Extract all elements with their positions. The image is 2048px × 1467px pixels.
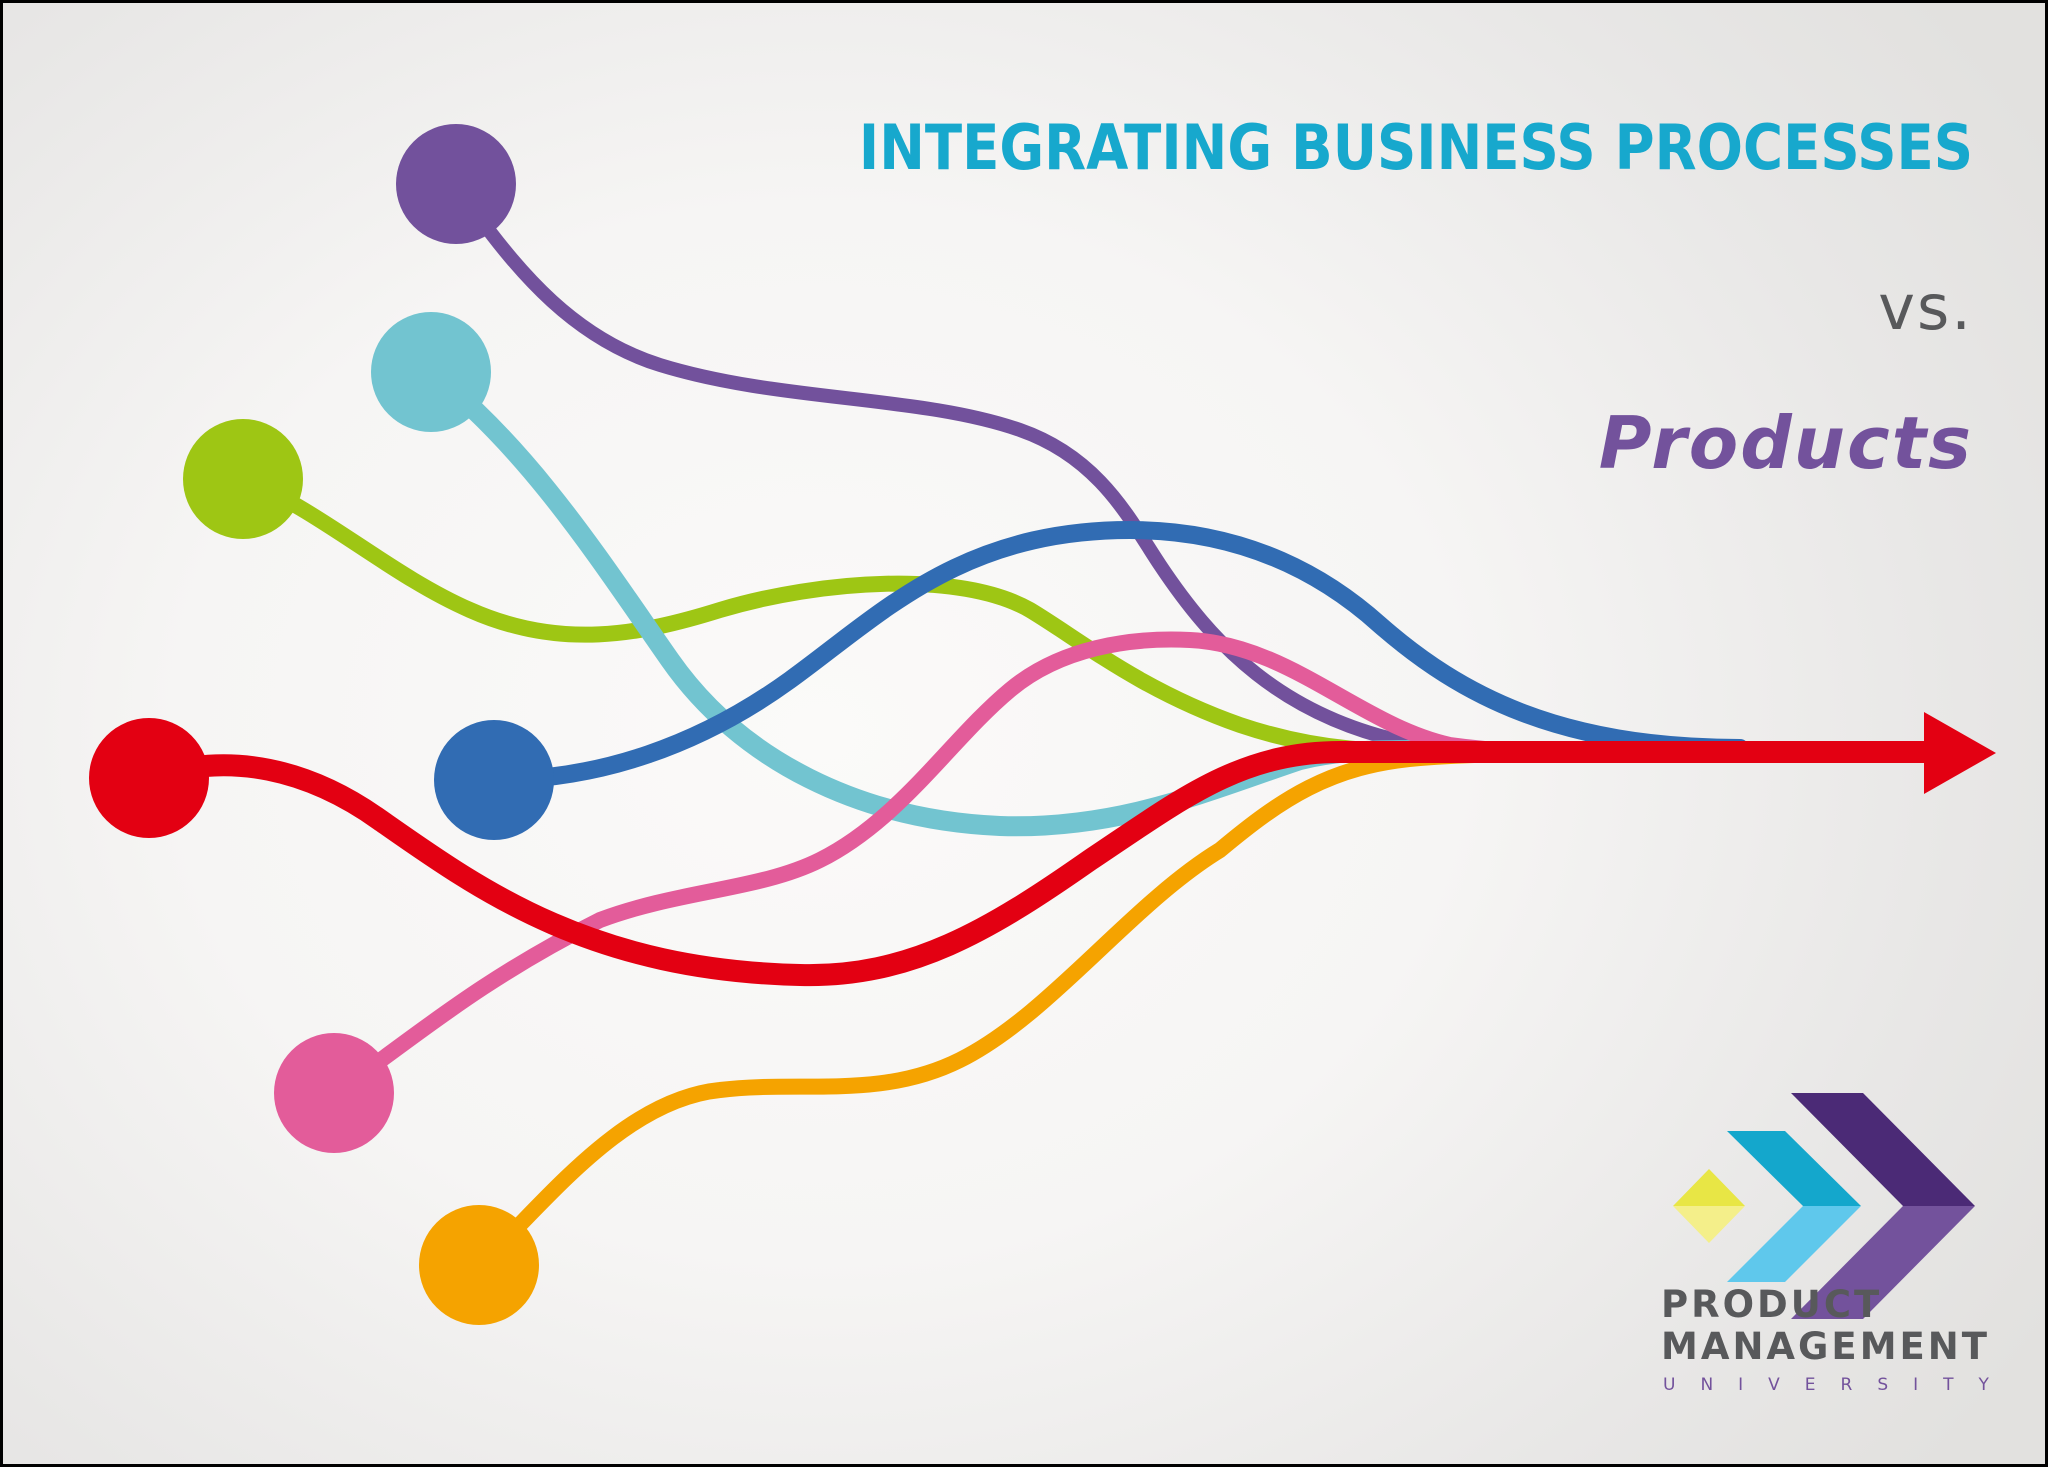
logo-text-management: MANAGEMENT xyxy=(1661,1325,1990,1368)
purple-node xyxy=(396,124,516,244)
cyan-node xyxy=(371,312,491,432)
green-node xyxy=(183,419,303,539)
yellow-diamond-top xyxy=(1673,1169,1745,1206)
versus-text: vs. xyxy=(1878,271,1973,344)
blue-process-line xyxy=(485,520,1749,789)
red-arrow-head-icon xyxy=(1924,712,1996,794)
orange-node xyxy=(419,1205,539,1325)
infographic-canvas: INTEGRATING BUSINESS PROCESSES vs. Produ… xyxy=(3,3,2045,1464)
purple-chevron-top xyxy=(1791,1093,1975,1206)
logo-text-university: UNIVERSITY xyxy=(1663,1375,2014,1395)
cyan-chevron-bottom xyxy=(1727,1206,1861,1282)
red-process-line xyxy=(138,741,1941,987)
pink-node xyxy=(274,1033,394,1153)
products-subtitle: Products xyxy=(1598,401,1973,485)
pink-process-line xyxy=(326,631,1588,1101)
headline-title: INTEGRATING BUSINESS PROCESSES xyxy=(858,111,1973,184)
green-process-line xyxy=(235,471,1468,760)
converging-lines-diagram xyxy=(89,124,1996,1325)
logo-text-product: PRODUCT xyxy=(1661,1283,1883,1326)
purple-process-line xyxy=(449,177,1567,759)
cyan-chevron-top xyxy=(1727,1131,1861,1206)
chevron-arrows-logo-icon xyxy=(1673,1093,1975,1319)
yellow-diamond-bottom xyxy=(1673,1206,1745,1243)
red-node xyxy=(89,718,209,838)
purple-chevron-bottom xyxy=(1791,1206,1975,1319)
blue-node xyxy=(434,720,554,840)
